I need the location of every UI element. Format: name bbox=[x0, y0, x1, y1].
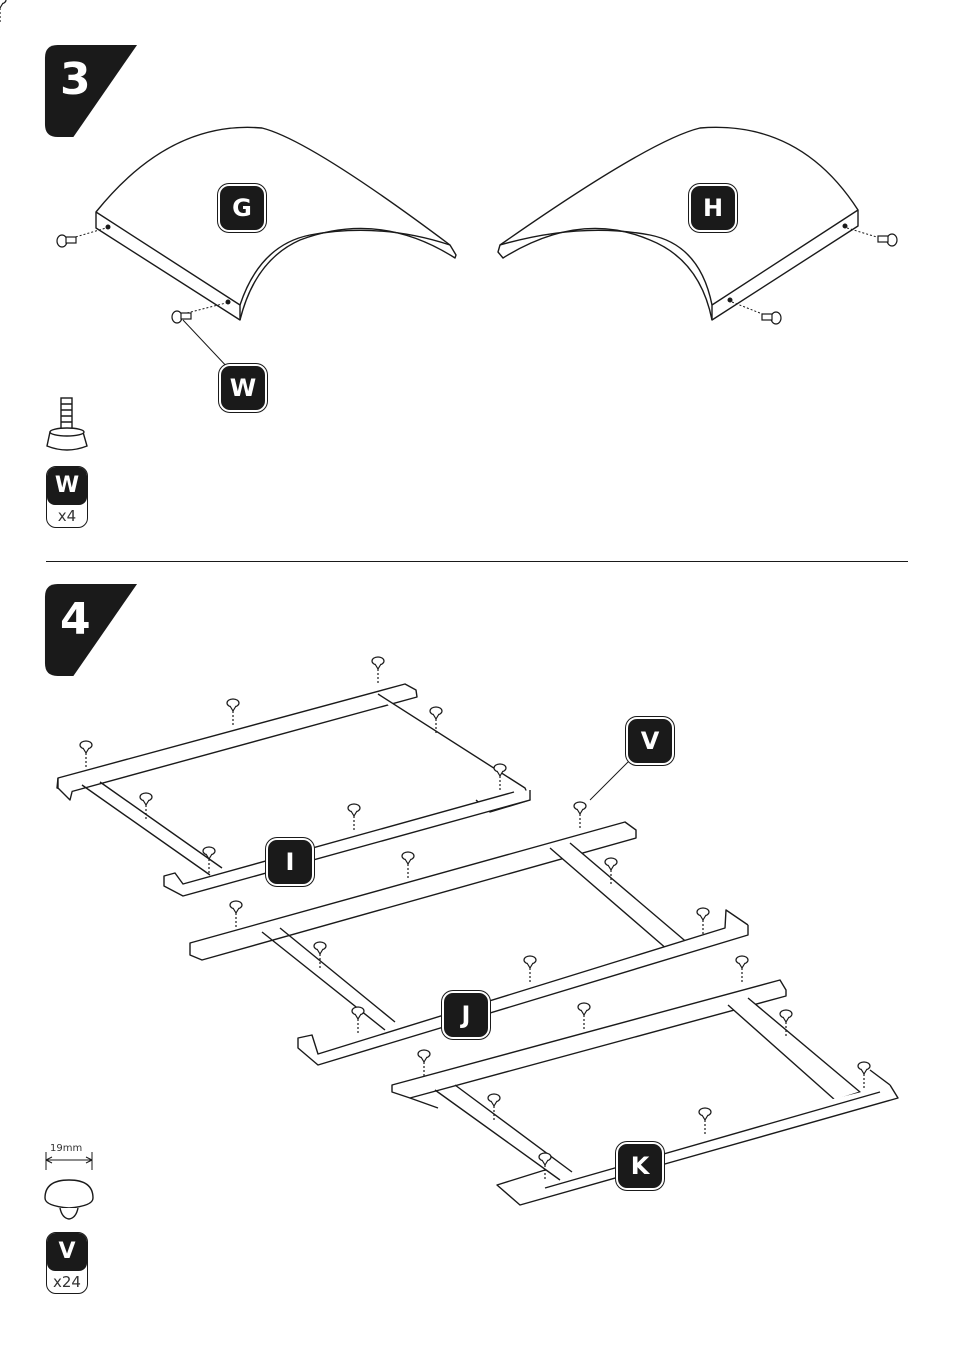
part-label-v: V bbox=[628, 719, 672, 763]
part-label-i: I bbox=[268, 840, 312, 884]
dimension-line bbox=[46, 1152, 92, 1170]
dimension-label: 19mm bbox=[50, 1143, 82, 1154]
hardware-v-legend: V x24 bbox=[46, 1232, 88, 1294]
hardware-v-letter: V bbox=[47, 1233, 87, 1271]
part-label-j: J bbox=[444, 993, 488, 1037]
cam-fitting-icon bbox=[45, 1180, 93, 1219]
cam-fittings bbox=[0, 0, 6, 22]
hardware-v-quantity: x24 bbox=[47, 1271, 87, 1293]
part-label-k: K bbox=[618, 1144, 662, 1188]
